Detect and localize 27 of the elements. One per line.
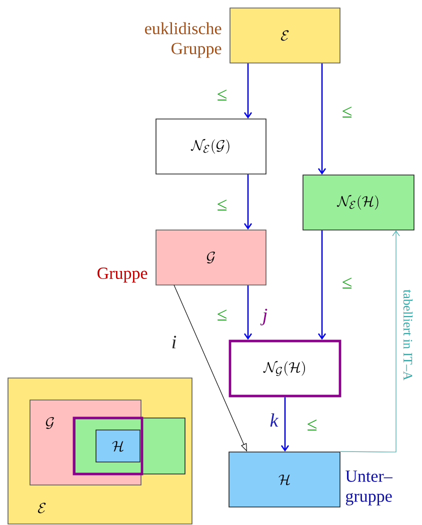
variable-label: k xyxy=(270,413,278,427)
side-label: Unter– gruppe xyxy=(346,470,393,506)
math-box: $\mathcal{N}_{\mathcal{E}}(\mathcal{H})$ xyxy=(302,174,414,230)
arrow xyxy=(340,230,400,452)
math-box: $\mathcal{N}_{\mathcal{G}}(\mathcal{H})$ xyxy=(228,340,342,398)
edge-label: ≤ xyxy=(218,310,226,320)
edge-label: ≤ xyxy=(308,420,316,430)
arrow xyxy=(318,230,326,340)
edge-label: i xyxy=(172,336,176,348)
edge-label: tabelliert in IT–A xyxy=(403,290,413,380)
math-box: $\mathcal{H}$ xyxy=(228,452,340,508)
math-box: $\mathcal{H}$ xyxy=(96,430,140,462)
side-label: Gruppe xyxy=(98,268,148,282)
arrow xyxy=(318,63,326,175)
edge-label: ≤ xyxy=(342,106,352,118)
math-box: $\mathcal{E}$ xyxy=(230,8,340,64)
math-box: $\mathcal{N}_{\mathcal{E}}(\mathcal{G})$ xyxy=(156,118,266,174)
variable-label: j xyxy=(260,308,268,326)
arrow xyxy=(244,63,252,119)
arrow xyxy=(244,174,252,230)
arrow xyxy=(280,397,290,452)
edge-label: ≤ xyxy=(218,90,226,100)
arrow xyxy=(244,285,252,340)
math-box: $\mathcal{G}$ xyxy=(156,230,266,286)
edge-label: ≤ xyxy=(342,278,352,288)
side-label: euklidische Gruppe xyxy=(145,22,222,58)
edge-label: ≤ xyxy=(218,200,226,210)
